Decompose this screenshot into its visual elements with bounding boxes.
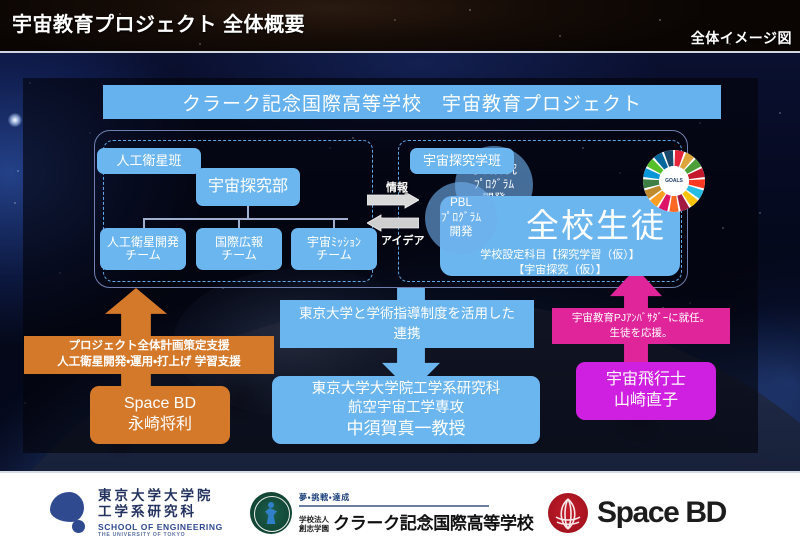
- logo-utokyo-line2: 工学系研究科: [98, 504, 197, 519]
- node-team-space-mission-line2: チーム: [316, 248, 352, 262]
- spacebd-support-line2: 人工衛星開発・運用・打上げ 学習支援: [57, 356, 241, 368]
- node-team-international-pr[interactable]: 国際広報 チーム: [196, 228, 282, 270]
- connector-bus-to-team-2: [238, 218, 240, 229]
- sdg-hub: GOALS: [659, 166, 689, 196]
- node-all-students-subtitle-line2: 【宇宙探究（仮）】: [513, 263, 607, 276]
- exchange-label-idea: アイデア: [381, 235, 425, 247]
- spacebd-support-line1: プロジェクト全体計画策定支援: [68, 340, 230, 353]
- sdg-wheel-icon: GOALS: [643, 150, 705, 212]
- node-team-international-pr-line1: 国際広報: [214, 234, 263, 249]
- node-all-students-subtitle: 学校設定科目【探究学習（仮）】 【宇宙探究（仮）】: [440, 248, 680, 278]
- connector-bus-to-team-3: [333, 218, 335, 229]
- node-spacebd-person-name: 永崎将利: [127, 416, 192, 433]
- node-astronaut-role: 宇宙飛行士: [605, 371, 686, 389]
- logo-clark-rule: [299, 505, 489, 507]
- connector-bus-to-team-1: [143, 218, 145, 229]
- node-all-students-label: 全校生徒: [526, 207, 666, 244]
- circle-space-program-dev-line2: ﾌﾟﾛｸﾞﾗﾑ: [473, 178, 515, 191]
- logo-utokyo: 東京大学大学院 工学系研究科 SCHOOL OF ENGINEERING THE…: [48, 484, 233, 542]
- node-space-study-class[interactable]: 宇宙探究学班: [410, 148, 514, 174]
- spacebd-mark-icon: [548, 493, 588, 533]
- logo-spacebd-name: Space BD: [597, 496, 727, 529]
- connector-bus: [143, 218, 348, 220]
- utokyo-support-band: 東京大学と学術指導制度を活用した 連携: [280, 300, 534, 348]
- node-team-satellite-dev-line2: チーム: [125, 248, 161, 262]
- utokyo-ginkgo-icon: [48, 490, 94, 536]
- node-team-international-pr-line2: チーム: [221, 248, 257, 262]
- utokyo-support-line1: 東京大学と学術指導制度を活用した: [299, 306, 515, 322]
- exchange-label-info: 情報: [386, 182, 408, 194]
- logo-spacebd: Space BD: [548, 490, 758, 536]
- logo-utokyo-line1: 東京大学大学院: [98, 488, 214, 504]
- double-arrow-icon: [366, 191, 420, 232]
- clark-seal-icon: [250, 492, 292, 534]
- logo-clark: 夢・挑戦・達成 学校法人 創志学園 クラーク記念国際高等学校: [250, 488, 535, 538]
- astronaut-support-band: 宇宙教育PJｱﾝﾊﾞｻﾀﾞｰに就任。 生徒を応援。: [552, 308, 730, 344]
- sdg-hub-label: GOALS: [665, 177, 683, 184]
- node-astronaut-name: 山崎直子: [613, 392, 678, 409]
- logo-utokyo-line3: SCHOOL OF ENGINEERING: [98, 521, 223, 532]
- logo-clark-motto: 夢・挑戦・達成: [299, 493, 351, 503]
- circle-pbl-program-dev-line3: 開発: [449, 226, 473, 239]
- footer-divider: [0, 471, 800, 473]
- node-satellite-class[interactable]: 人工衛星班: [97, 148, 201, 174]
- circle-pbl-program-dev-line1: PBL: [450, 197, 472, 210]
- footer: [0, 471, 800, 554]
- node-team-space-mission-line1: 宇宙ﾐｯｼｮﾝ: [306, 234, 361, 249]
- node-team-satellite-dev[interactable]: 人工衛星開発 チーム: [100, 228, 186, 270]
- school-group-outline: [94, 130, 688, 288]
- logo-clark-name: クラーク記念国際高等学校: [333, 513, 534, 533]
- circle-pbl-program-dev-line2: ﾌﾟﾛｸﾞﾗﾑ: [440, 211, 482, 224]
- node-space-club[interactable]: 宇宙探究部: [196, 168, 300, 206]
- utokyo-support-line2: 連携: [393, 326, 421, 341]
- astronaut-support-line2: 生徒を応援。: [609, 327, 673, 339]
- sdg-wheel-svg: [643, 150, 705, 212]
- node-spacebd-company: Space BD: [123, 395, 197, 413]
- satellite-group-dashed-box: [103, 140, 373, 282]
- node-spacebd-person[interactable]: Space BD 永崎将利: [90, 386, 230, 444]
- node-astronaut[interactable]: 宇宙飛行士 山崎直子: [576, 362, 716, 420]
- title-divider: [0, 51, 800, 53]
- node-utokyo-professor-name: 中須賀真一教授: [346, 418, 466, 438]
- node-space-study-class-label: 宇宙探究学班: [422, 152, 501, 168]
- node-team-satellite-dev-line1: 人工衛星開発: [106, 234, 179, 249]
- project-banner: クラーク記念国際高等学校 宇宙教育プロジェクト: [103, 85, 721, 119]
- node-utokyo-professor[interactable]: 東京大学大学院工学系研究科 航空宇宙工学専攻 中須賀真一教授: [272, 376, 540, 444]
- node-all-students-subtitle-line1: 学校設定科目【探究学習（仮）】: [480, 249, 640, 261]
- logo-clark-corp: 学校法人 創志学園: [299, 515, 329, 534]
- node-team-space-mission[interactable]: 宇宙ﾐｯｼｮﾝ チーム: [291, 228, 377, 270]
- astronaut-support-line1: 宇宙教育PJｱﾝﾊﾞｻﾀﾞｰに就任。: [571, 312, 711, 325]
- node-utokyo-faculty: 東京大学大学院工学系研究科: [311, 381, 501, 398]
- title-bar: 宇宙教育プロジェクト 全体概要 全体イメージ図: [0, 0, 800, 53]
- spacebd-support-band: プロジェクト全体計画策定支援 人工衛星開発・運用・打上げ 学習支援: [24, 336, 274, 374]
- logo-utokyo-line4: THE UNIVERSITY OF TOKYO: [98, 531, 186, 538]
- connector-club-to-bus: [247, 206, 249, 219]
- node-satellite-class-label: 人工衛星班: [116, 152, 182, 168]
- project-banner-label: クラーク記念国際高等学校 宇宙教育プロジェクト: [181, 93, 642, 115]
- star-glow-icon: [8, 113, 22, 127]
- node-utokyo-department: 航空宇宙工学専攻: [348, 399, 464, 416]
- node-space-club-label: 宇宙探究部: [207, 178, 288, 196]
- page-subtitle: 全体イメージ図: [690, 30, 792, 46]
- circle-pbl-program-dev[interactable]: PBL ﾌﾟﾛｸﾞﾗﾑ 開発: [425, 182, 497, 254]
- page-title: 宇宙教育プロジェクト 全体概要: [12, 14, 306, 36]
